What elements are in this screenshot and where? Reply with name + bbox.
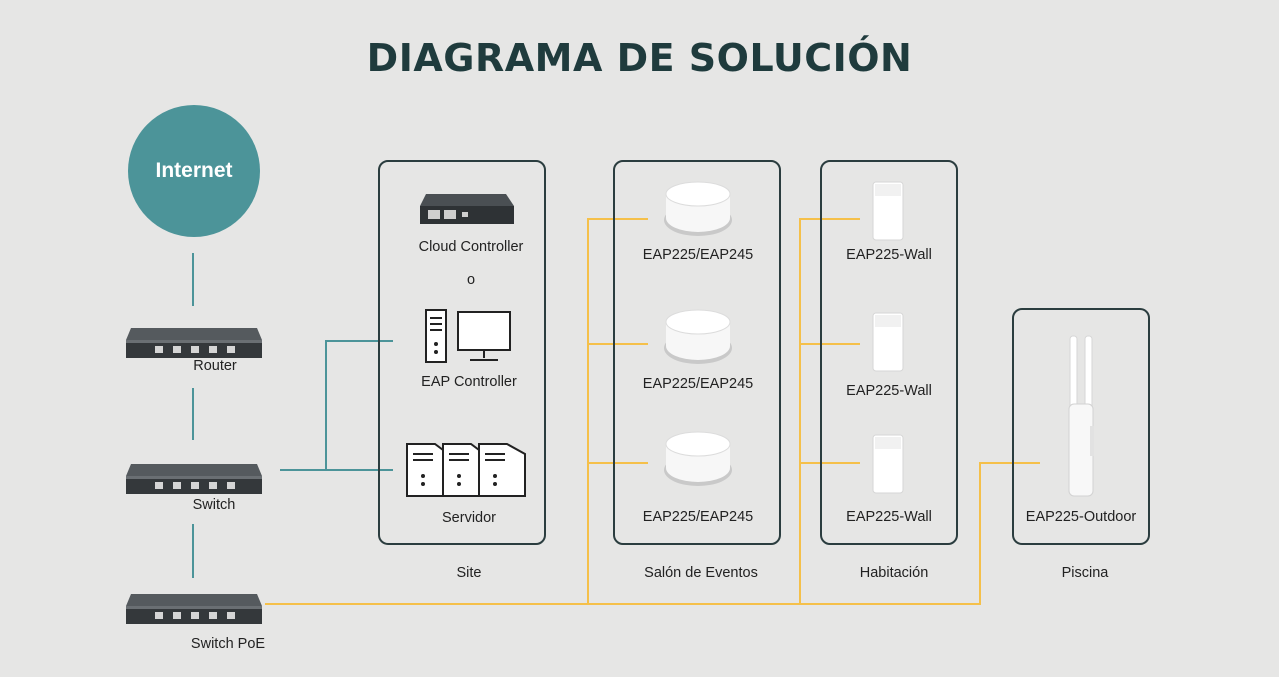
page-title: DIAGRAMA DE SOLUCIÓN [366,36,913,80]
router-label: Router [193,358,237,374]
eap-controller-icon [425,309,511,363]
room-ap-label-2: EAP225-Wall [846,383,932,399]
switch-icon [126,464,262,494]
room-box [820,160,958,545]
cloud-controller-label: Cloud Controller [418,239,524,255]
poe-events-bus [587,218,648,604]
internet-label: Internet [155,159,233,182]
wall-ap-icon [872,312,904,372]
pool-box [1012,308,1150,545]
switch-poe-icon [126,594,262,624]
poe-room-bus [799,218,860,604]
wall-ap-icon [872,181,904,241]
link-switch-site [280,340,393,471]
group-label-room: Habitación [859,565,929,581]
events-box [613,160,781,545]
pool-ap-label: EAP225-Outdoor [1025,509,1137,525]
events-ap-label-3: EAP225/EAP245 [642,509,754,525]
or-label: o [466,272,476,288]
router-icon [126,328,262,358]
server-label: Servidor [442,510,496,526]
switch-poe-label: Switch PoE [190,636,266,652]
ceiling-ap-icon [664,309,732,364]
group-label-site: Site [456,565,482,581]
group-label-pool: Piscina [1061,565,1109,581]
internet-node: Internet [128,105,260,237]
cloud-controller-icon [420,194,514,224]
group-label-events: Salón de Eventos [644,565,758,581]
switch-label: Switch [192,497,236,513]
eap-controller-label: EAP Controller [421,374,517,390]
room-ap-label-1: EAP225-Wall [846,247,932,263]
server-icon [406,443,526,497]
wall-ap-icon [872,434,904,494]
poe-trunk [265,462,1040,605]
outdoor-ap-icon [1068,335,1094,497]
events-ap-label-2: EAP225/EAP245 [642,376,754,392]
events-ap-label-1: EAP225/EAP245 [642,247,754,263]
ceiling-ap-icon [664,181,732,236]
room-ap-label-3: EAP225-Wall [846,509,932,525]
site-box [378,160,546,545]
ceiling-ap-icon [664,431,732,486]
